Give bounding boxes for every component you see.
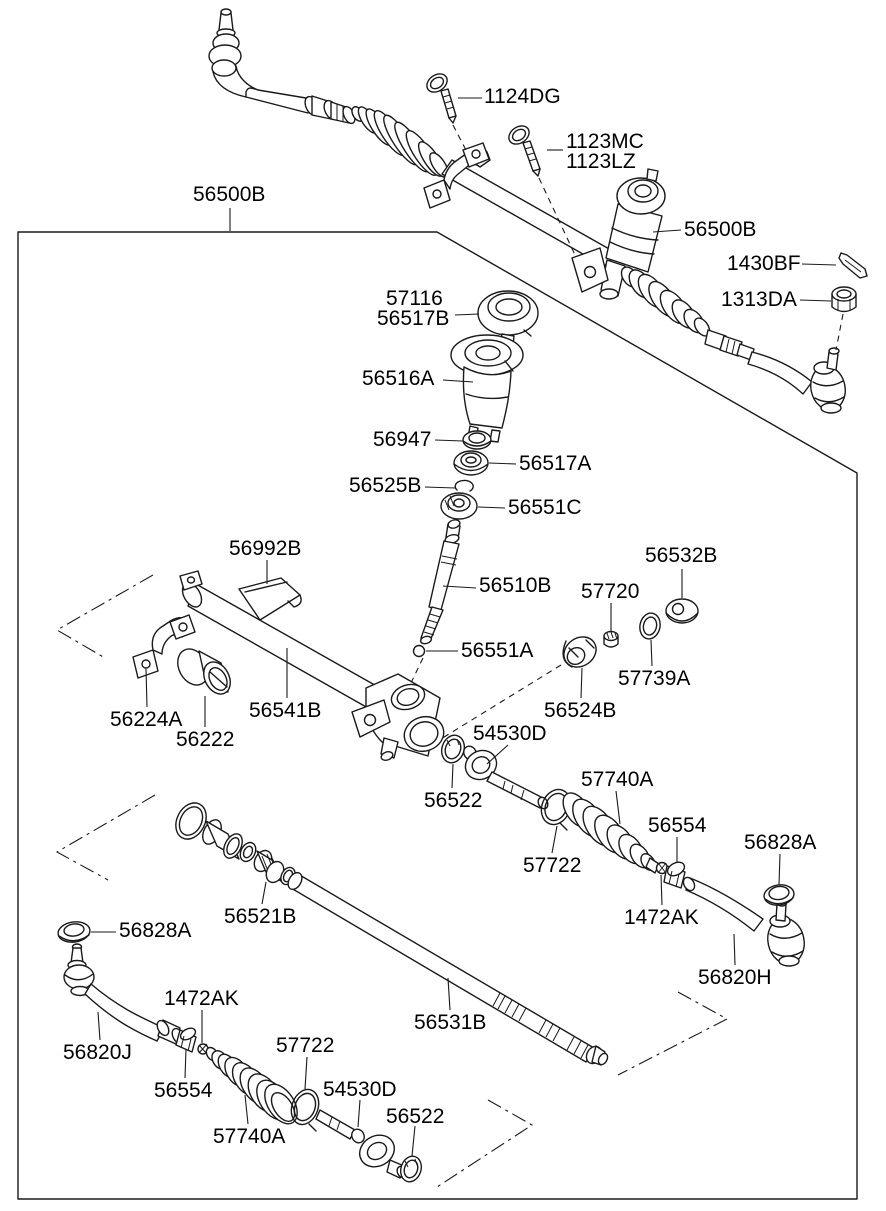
part-label-1430bf: 1430BF [727,252,801,275]
part-label-57740a-lower: 57740A [213,1125,286,1148]
part-label-56222: 56222 [176,728,235,751]
steering-gear-assembly-drawing [208,8,868,414]
part-label-56551a: 56551A [461,639,534,662]
part-label-56224a: 56224A [110,708,183,731]
part-label-1472ak-lower: 1472AK [164,987,239,1010]
part-label-56551c: 56551C [508,496,582,519]
rack-bar-and-seals-drawing [175,802,609,1066]
part-label-56522-upper: 56522 [424,789,483,812]
part-label-56820j: 56820J [63,1041,132,1064]
part-label-1123mc: 1123MC [566,130,644,153]
part-label-56521b: 56521B [224,905,297,928]
part-label-56947: 56947 [373,428,432,451]
inner-rod-upper-drawing [440,734,805,967]
part-label-1472ak-upper: 1472AK [624,906,699,929]
part-label-56828a-lower: 56828A [119,919,192,942]
part-label-57722-lower: 57722 [276,1034,335,1057]
part-label-56554-upper: 56554 [648,814,707,837]
part-label-56510b: 56510B [479,574,552,597]
part-label-56820h: 56820H [698,966,772,989]
leader-lines [91,97,837,1157]
part-label-56525b: 56525B [349,474,422,497]
part-label-57116: 57116 [386,287,443,310]
part-label-56532b: 56532B [645,544,718,567]
part-label-56516a: 56516A [362,367,435,390]
part-label-57739a: 57739A [618,667,691,690]
part-label-56531b: 56531B [414,1011,487,1034]
part-label-56541b: 56541B [249,699,322,722]
part-label-1123lz: 1123LZ [566,150,636,173]
diagram-border [17,231,858,1200]
part-label-56517a: 56517A [519,452,592,475]
part-label-56517b: 56517B [377,307,450,330]
part-label-1124dg: 1124DG [484,85,561,108]
part-label-1313da: 1313DA [721,288,797,311]
part-label-57740a-upper: 57740A [581,768,654,791]
part-label-56828a-upper: 56828A [744,831,817,854]
part-label-57722-upper: 57722 [523,854,582,877]
part-label-57720: 57720 [581,580,640,603]
part-label-56992b: 56992B [229,537,302,560]
part-label-56554-lower: 56554 [154,1079,213,1102]
part-label-54530d-upper: 54530D [473,722,547,745]
rack-housing-drawing [132,570,445,761]
part-label-56500b-right: 56500B [684,218,757,241]
phantom-boundary-lines [55,574,729,1188]
part-label-56524b: 56524B [544,699,617,722]
tie-rod-lower-drawing [57,921,423,1183]
part-label-54530d-lower: 54530D [323,1078,397,1101]
small-parts-drawing [435,598,699,743]
valve-internals-drawing [408,290,539,688]
part-label-56500b-left: 56500B [193,183,266,206]
part-label-56522-lower: 56522 [386,1105,445,1128]
